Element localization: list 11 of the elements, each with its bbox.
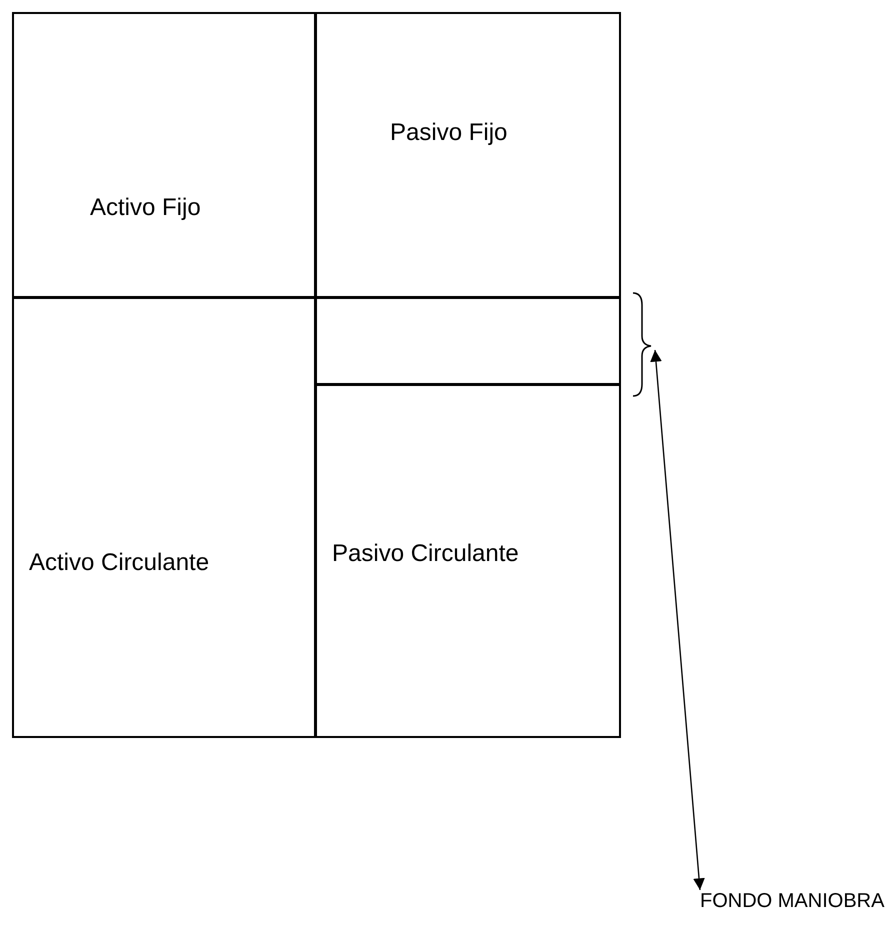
balance-box bbox=[315, 12, 621, 298]
empty-band bbox=[315, 297, 621, 385]
section-label: Activo Circulante bbox=[29, 549, 210, 577]
balance-box bbox=[12, 297, 316, 738]
double-headed-arrow bbox=[650, 350, 705, 890]
section-label: Pasivo Fijo bbox=[390, 119, 508, 147]
balance-box bbox=[12, 12, 316, 298]
annotation-label: FONDO MANIOBRA bbox=[700, 890, 884, 916]
section-label: Pasivo Circulante bbox=[332, 540, 519, 568]
balance-box bbox=[315, 384, 621, 738]
section-label: Activo Fijo bbox=[90, 194, 201, 222]
